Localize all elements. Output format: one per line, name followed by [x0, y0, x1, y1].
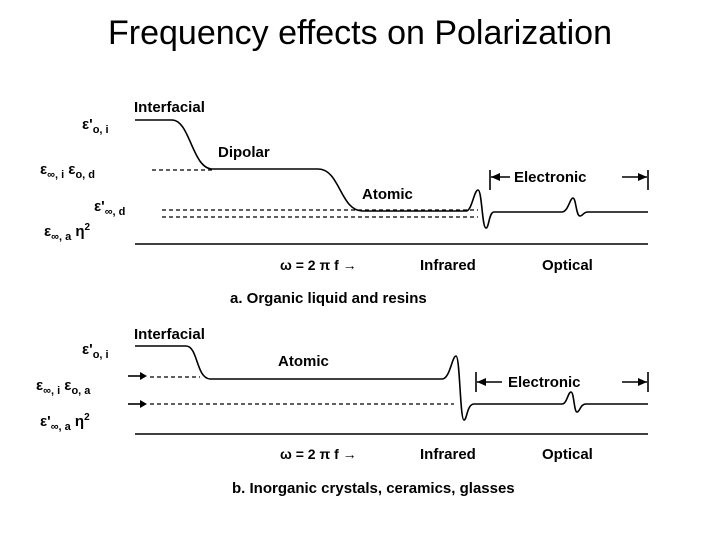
a-ylabel-eps-o-i: ε'o, i	[82, 116, 109, 136]
a-label-atomic: Atomic	[362, 186, 413, 203]
b-axis-optical: Optical	[542, 446, 593, 463]
b-arrowhead-eps-inf-a	[140, 400, 147, 408]
a-axis-optical: Optical	[542, 257, 593, 274]
a-electronic-arrow-right	[638, 173, 647, 181]
b-axis-omega: ω = 2 π f →	[280, 446, 357, 462]
b-axis-infrared: Infrared	[420, 446, 476, 463]
a-label-dipolar: Dipolar	[218, 144, 270, 161]
b-ylabel-eps-o-i: ε'o, i	[82, 341, 109, 361]
panel-b: ε'o, i ε∞, i εo, a ε'∞, a η2 Interfacial…	[36, 326, 649, 497]
a-caption: a. Organic liquid and resins	[230, 290, 427, 307]
b-ylabel-eps-inf-i: ε∞, i εo, a	[36, 377, 91, 397]
b-arrowhead-eps-inf-i	[140, 372, 147, 380]
slide-title: Frequency effects on Polarization	[108, 14, 612, 52]
a-axis-omega: ω = 2 π f →	[280, 257, 357, 273]
b-label-electronic: Electronic	[508, 374, 581, 391]
panel-a: ε'o, i ε∞, i εo, d ε'∞, d ε∞, a η2 Inter…	[40, 99, 649, 307]
a-label-electronic: Electronic	[514, 169, 587, 186]
a-ylabel-eps-inf-a: ε∞, a η2	[44, 222, 91, 243]
a-ylabel-eps-inf-d: ε'∞, d	[94, 198, 125, 218]
b-electronic-arrow-right	[638, 378, 647, 386]
b-label-atomic: Atomic	[278, 353, 329, 370]
b-label-interfacial: Interfacial	[134, 326, 205, 343]
b-caption: b. Inorganic crystals, ceramics, glasses	[232, 480, 515, 497]
a-label-interfacial: Interfacial	[134, 99, 205, 116]
a-permittivity-curve	[135, 119, 648, 229]
a-axis-infrared: Infrared	[420, 257, 476, 274]
a-ylabel-eps-inf-i: ε∞, i εo, d	[40, 161, 95, 181]
b-permittivity-curve	[135, 345, 648, 421]
b-ylabel-eps-inf-a: ε'∞, a η2	[40, 412, 90, 433]
